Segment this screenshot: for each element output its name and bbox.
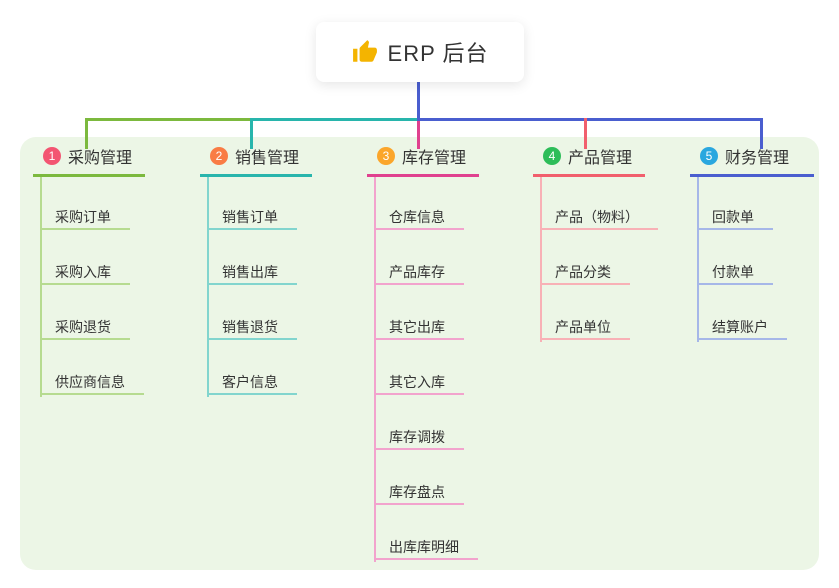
branch-number-badge: 1	[43, 147, 61, 165]
child-node[interactable]: 回款单	[697, 204, 773, 230]
branch-purchase: 1 采购管理 采购订单 采购入库 采购退货 供应商信息	[33, 146, 173, 397]
branch-number-badge: 2	[210, 147, 228, 165]
child-node[interactable]: 仓库信息	[374, 204, 464, 230]
connector-horizontal-green	[85, 118, 252, 121]
connector-drop-branch5	[760, 118, 763, 149]
branch-title: 销售管理	[235, 150, 300, 167]
branch-number-badge: 3	[377, 147, 395, 165]
branch-header-inventory[interactable]: 3 库存管理	[367, 146, 479, 177]
child-node[interactable]: 库存调拨	[374, 424, 464, 450]
branch-children-line	[40, 177, 42, 397]
child-node[interactable]: 客户信息	[207, 369, 297, 395]
branch-number-badge: 5	[700, 147, 718, 165]
child-node[interactable]: 产品单位	[540, 314, 630, 340]
connector-drop-branch3	[417, 121, 420, 149]
child-node[interactable]: 销售出库	[207, 259, 297, 285]
connector-horizontal-teal	[250, 118, 417, 121]
branch-sales: 2 销售管理 销售订单 销售出库 销售退货 客户信息	[200, 146, 340, 397]
branch-number-badge: 4	[543, 147, 561, 165]
root-node-title: ERP 后台	[387, 41, 489, 66]
child-node[interactable]: 采购订单	[40, 204, 130, 230]
branch-children-line	[207, 177, 209, 397]
branch-header-purchase[interactable]: 1 采购管理	[33, 146, 145, 177]
branch-title: 采购管理	[68, 150, 133, 167]
child-node[interactable]: 库存盘点	[374, 479, 464, 505]
child-node[interactable]: 付款单	[697, 259, 773, 285]
connector-root-vertical	[417, 82, 420, 121]
child-node[interactable]: 销售退货	[207, 314, 297, 340]
child-node[interactable]: 结算账户	[697, 314, 787, 340]
branch-title: 产品管理	[568, 150, 633, 167]
branch-children-line	[540, 177, 542, 342]
child-node[interactable]: 出库库明细	[374, 534, 478, 560]
branch-product: 4 产品管理 产品（物料） 产品分类 产品单位	[533, 146, 673, 342]
child-node[interactable]: 采购入库	[40, 259, 130, 285]
child-node[interactable]: 供应商信息	[40, 369, 144, 395]
child-node[interactable]: 其它出库	[374, 314, 464, 340]
child-node[interactable]: 其它入库	[374, 369, 464, 395]
connector-drop-branch4	[584, 118, 587, 149]
connector-horizontal-blue	[417, 118, 763, 121]
branch-title: 财务管理	[725, 150, 790, 167]
branches-background-panel	[20, 137, 819, 570]
branch-finance: 5 财务管理 回款单 付款单 结算账户	[690, 146, 830, 342]
thumbs-up-icon	[352, 40, 377, 62]
child-node[interactable]: 产品（物料）	[540, 204, 658, 230]
connector-drop-branch2	[250, 118, 253, 149]
branch-inventory: 3 库存管理 仓库信息 产品库存 其它出库 其它入库 库存调拨 库存盘点 出库库…	[367, 146, 507, 562]
root-node[interactable]: ERP 后台	[316, 22, 524, 82]
child-node[interactable]: 采购退货	[40, 314, 130, 340]
child-node[interactable]: 产品分类	[540, 259, 630, 285]
child-node[interactable]: 产品库存	[374, 259, 464, 285]
branch-children-line	[374, 177, 376, 562]
branch-header-finance[interactable]: 5 财务管理	[690, 146, 814, 177]
branch-header-sales[interactable]: 2 销售管理	[200, 146, 312, 177]
branch-children-line	[697, 177, 699, 342]
child-node[interactable]: 销售订单	[207, 204, 297, 230]
branch-header-product[interactable]: 4 产品管理	[533, 146, 645, 177]
connector-drop-branch1	[85, 118, 88, 149]
branch-title: 库存管理	[402, 150, 467, 167]
